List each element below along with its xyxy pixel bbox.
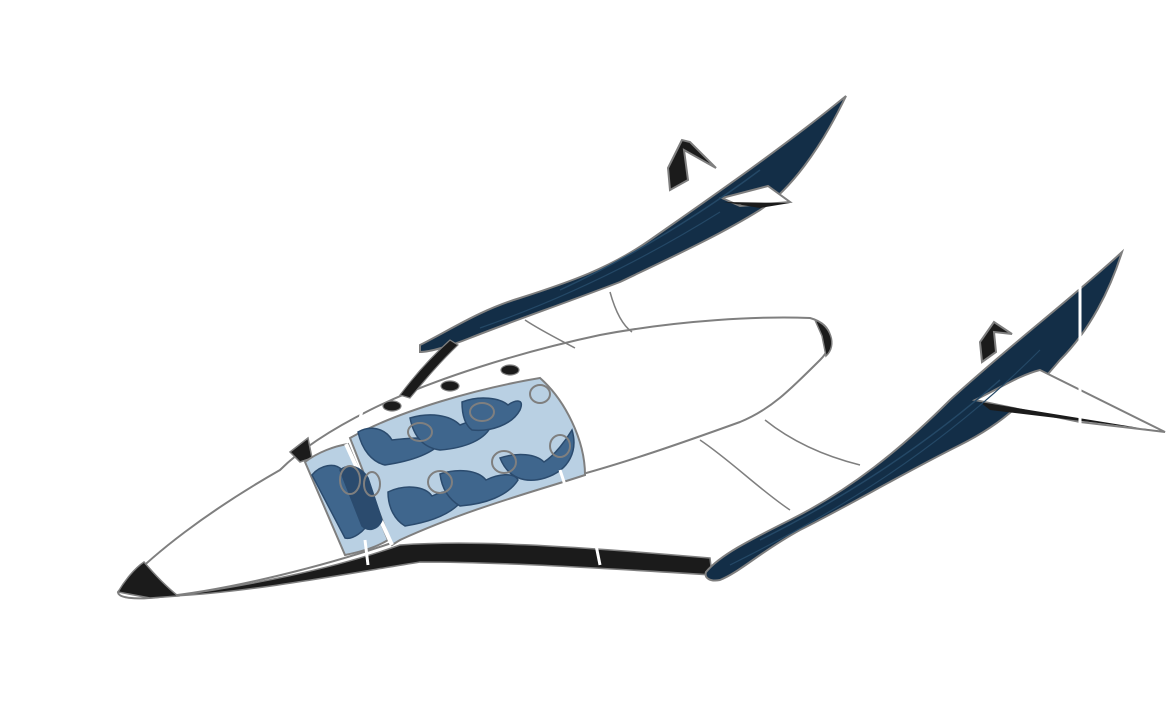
upper-vertical-fin: [666, 138, 717, 192]
tail-cap: [813, 318, 833, 358]
seat: [499, 428, 575, 481]
seat: [461, 397, 522, 432]
lower-stabilizer: [971, 368, 1166, 433]
upper-seat-row: [357, 384, 551, 466]
porthole: [382, 400, 402, 412]
porthole: [500, 364, 520, 376]
upper-wing: [419, 95, 847, 354]
nose-cap: [116, 561, 180, 599]
lower-vertical-fin: [978, 320, 1013, 364]
seat: [439, 469, 519, 507]
lower-wing-surface: [704, 248, 1125, 582]
lower-seat-row: [387, 428, 575, 527]
lower-wing: [593, 248, 1166, 582]
cockpit-seats: [311, 464, 383, 540]
upper-wing-surface: [419, 95, 847, 354]
porthole: [440, 380, 460, 392]
cabin-cutaway: [303, 376, 587, 566]
